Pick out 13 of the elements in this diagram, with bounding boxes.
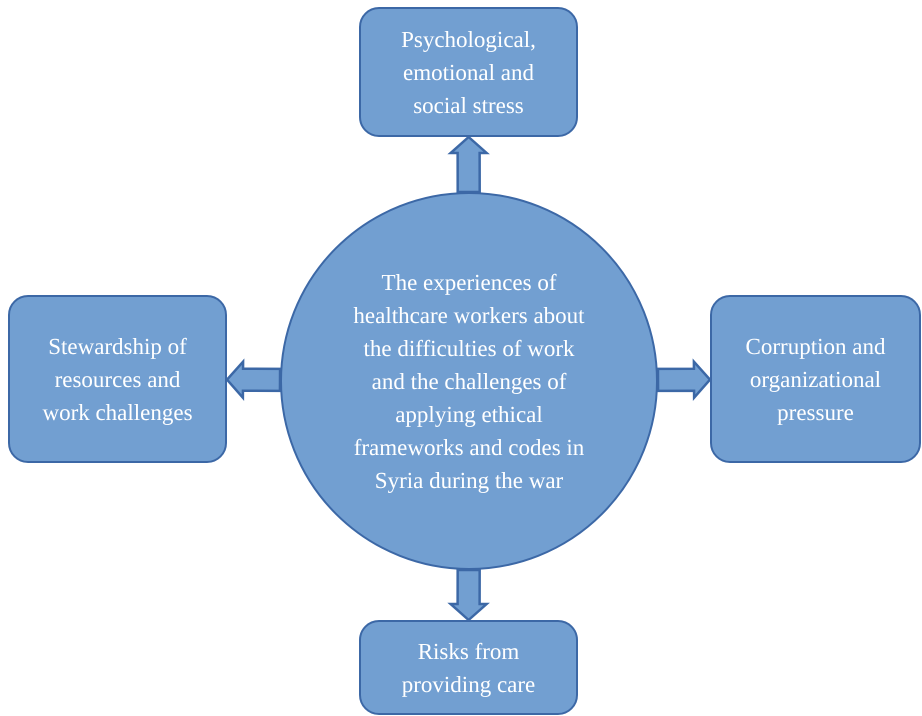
node-text: The experiences of healthcare workers about the difficulties of work and the challenges of applying ethical frameworks and codes in Syria during the war xyxy=(352,268,586,495)
rounded-box xyxy=(359,7,578,137)
rounded-box xyxy=(710,295,921,463)
block-arrow xyxy=(225,358,282,401)
node-text: Psychological, emotional and social stress xyxy=(400,26,537,120)
rounded-box xyxy=(359,620,578,715)
block-arrow xyxy=(447,135,490,194)
block-arrow xyxy=(656,358,712,401)
node-text: Risks from providing care xyxy=(400,638,536,699)
rounded-box xyxy=(8,295,227,463)
block-arrow xyxy=(447,568,490,622)
node-text: Stewardship of resources and work challenges xyxy=(41,332,194,427)
node-text: Corruption and organizational pressure xyxy=(744,332,886,427)
